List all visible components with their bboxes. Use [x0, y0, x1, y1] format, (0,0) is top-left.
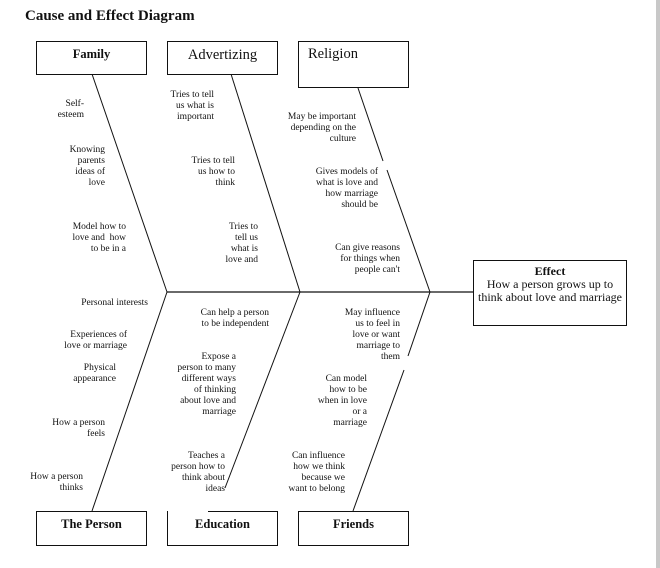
religion-note-3: Can give reasons for things when people … [335, 243, 400, 275]
category-box-education: Education [167, 511, 278, 546]
friends-note-1: May influence us to feel in love or want… [344, 308, 400, 362]
family-note-3: Model how to love and how to be in a [72, 222, 126, 254]
branch-religion-lower [386, 169, 431, 293]
effect-text: How a person grows up to think about lov… [478, 277, 622, 304]
religion-note-1: May be important depending on the cultur… [287, 112, 356, 144]
the-person-note-5: How a person thinks [30, 472, 83, 493]
branch-religion-upper [357, 87, 384, 162]
branch-the-person [91, 291, 168, 512]
family-note-2: Knowing parents ideas of love [69, 145, 105, 188]
education-note-2: Expose a person to many different ways o… [177, 352, 236, 417]
education-note-1: Can help a person to be independent [200, 308, 269, 329]
friends-note-2: Can model how to be when in love or a ma… [317, 374, 367, 428]
category-box-family: Family [36, 41, 147, 75]
category-box-advertizing: Advertizing [167, 41, 278, 75]
branch-family [91, 73, 168, 293]
branch-friends-lower [352, 369, 405, 512]
the-person-note-1: Personal interests [81, 298, 148, 308]
category-box-the-person: The Person [36, 511, 147, 546]
category-label-family: Family [72, 47, 111, 61]
branch-friends-upper [407, 291, 431, 357]
advertizing-note-2: Tries to tell us how to think [191, 156, 235, 188]
category-label-friends: Friends [333, 517, 374, 531]
friends-note-3: Can influence how we think because we wa… [288, 451, 345, 494]
branch-advertizing [230, 73, 301, 293]
diagram-title: Cause and Effect Diagram [25, 8, 195, 24]
category-box-religion: Religion [298, 41, 409, 88]
advertizing-note-1: Tries to tell us what is important [170, 90, 214, 122]
education-box-border-gap [168, 510, 208, 513]
the-person-note-2: Experiences of love or marriage [64, 330, 127, 351]
religion-note-2: Gives models of what is love and how mar… [315, 167, 378, 210]
branch-education [224, 291, 301, 489]
effect-box: Effect How a person grows up to think ab… [473, 260, 627, 326]
effect-heading: Effect [534, 264, 566, 278]
category-label-the-person: The Person [61, 517, 122, 531]
scrollbar[interactable] [656, 0, 660, 568]
family-note-1: Self- esteem [57, 99, 84, 120]
category-label-advertizing: Advertizing [187, 47, 258, 63]
category-label-religion: Religion [308, 46, 358, 62]
category-box-friends: Friends [298, 511, 409, 546]
education-note-3: Teaches a person how to think about idea… [171, 451, 225, 494]
the-person-note-3: Physical appearance [73, 363, 116, 384]
advertizing-note-3: Tries to tell us what is love and [225, 222, 258, 265]
category-label-education: Education [195, 517, 250, 531]
the-person-note-4: How a person feels [52, 418, 105, 439]
